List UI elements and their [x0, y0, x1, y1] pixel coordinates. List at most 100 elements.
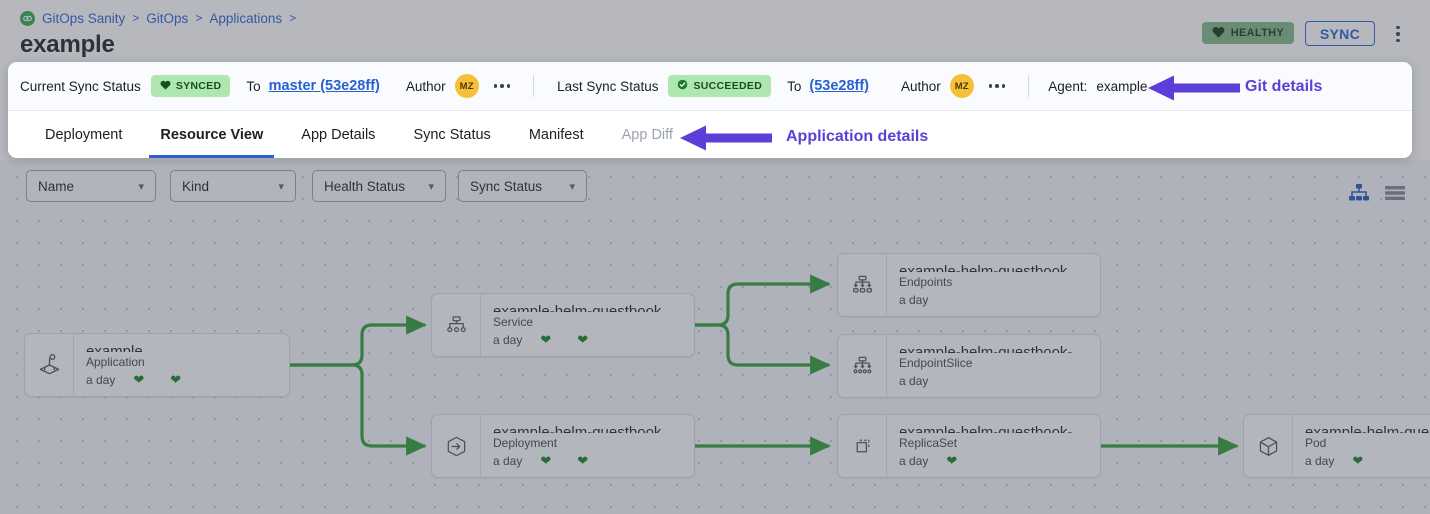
health-icon: ❤ [1352, 453, 1363, 469]
tab-deployment[interactable]: Deployment [26, 111, 141, 158]
last-to-label: To [787, 79, 801, 94]
list-view-icon[interactable] [1384, 183, 1406, 203]
breadcrumb-separator: > [195, 11, 202, 25]
node-body: example-helm-guestbook-74... ReplicaSet … [886, 415, 1100, 477]
breadcrumb-separator-trailing: > [289, 11, 296, 25]
sync-icon: ❤ [170, 372, 181, 388]
node-body: example-helm-guestbook Endpoints a day [886, 254, 1100, 316]
health-badge-label: HEALTHY [1231, 27, 1284, 39]
heart-icon [1212, 26, 1225, 41]
node-body: example-helm-guestbook Deployment a day … [480, 415, 694, 477]
current-sync-status-badge: SYNCED [151, 75, 231, 97]
tree-view-icon[interactable] [1348, 183, 1370, 203]
health-icon: ❤ [540, 332, 551, 348]
node-age: a day [899, 453, 928, 469]
divider [533, 75, 534, 97]
node-body: example-helm-guestbook Service a day ❤ ❤ [480, 294, 694, 356]
node-title: example-helm-guestbook-74... [899, 424, 1090, 433]
graph-node-replicaset[interactable]: example-helm-guestbook-74... ReplicaSet … [837, 414, 1101, 478]
last-revision-link[interactable]: (53e28ff) [809, 78, 869, 94]
pod-icon [1244, 415, 1292, 477]
node-kind: Service [493, 314, 684, 330]
node-body: example-helm-guest Pod a day ❤ [1292, 415, 1430, 477]
chevron-down-icon: ▾ [138, 180, 144, 193]
graph-node-pod[interactable]: example-helm-guest Pod a day ❤ [1243, 414, 1430, 478]
breadcrumb-item-0[interactable]: GitOps Sanity [42, 11, 125, 26]
replicaset-icon [838, 415, 886, 477]
graph-node-service[interactable]: example-helm-guestbook Service a day ❤ ❤ [431, 293, 695, 357]
tab-manifest[interactable]: Manifest [510, 111, 603, 158]
annotation-arrow-git-details [1148, 74, 1240, 102]
node-age: a day [493, 453, 522, 469]
avatar: MZ [950, 74, 974, 98]
node-age: a day [86, 372, 115, 388]
more-vertical-icon[interactable] [1390, 22, 1406, 46]
node-body: example Application a day ❤ ❤ [73, 334, 289, 396]
node-title: example-helm-guestbook [493, 303, 684, 312]
graph-node-deployment[interactable]: example-helm-guestbook Deployment a day … [431, 414, 695, 478]
sync-icon: ❤ [577, 453, 588, 469]
more-horizontal-icon[interactable] [494, 84, 511, 88]
tab-app-details[interactable]: App Details [282, 111, 394, 158]
last-sync-status-text: SUCCEEDED [693, 80, 762, 92]
gitops-logo-icon [20, 11, 35, 26]
last-author-label: Author [901, 79, 941, 94]
more-horizontal-icon[interactable] [989, 84, 1006, 88]
current-sync-status-label: Current Sync Status [20, 79, 141, 94]
agent-label: Agent: [1048, 79, 1087, 94]
current-to-label: To [246, 79, 260, 94]
node-title: example-helm-guest [1305, 424, 1430, 433]
service-icon [432, 294, 480, 356]
sync-button[interactable]: SYNC [1305, 21, 1375, 46]
sync-icon: ❤ [577, 332, 588, 348]
node-title: example-helm-guestbook-ct... [899, 344, 1090, 353]
filter-name-select[interactable]: Name ▾ [26, 170, 156, 202]
tab-resource-view[interactable]: Resource View [141, 111, 282, 158]
current-revision-link[interactable]: master (53e28ff) [269, 78, 380, 94]
node-age: a day [493, 332, 522, 348]
annotation-label-application-details: Application details [786, 128, 928, 146]
node-age: a day [1305, 453, 1334, 469]
filter-bar: Name ▾ Kind ▾ Health Status ▾ Sync Statu… [0, 170, 1430, 220]
node-kind: EndpointSlice [899, 355, 1090, 371]
node-kind: ReplicaSet [899, 435, 1090, 451]
deployment-icon [432, 415, 480, 477]
filter-health-status-select[interactable]: Health Status ▾ [312, 170, 446, 202]
page-title: example [20, 31, 115, 59]
tab-sync-status[interactable]: Sync Status [394, 111, 509, 158]
node-meta: a day [899, 373, 1090, 389]
filter-health-status-label: Health Status [324, 179, 405, 194]
node-meta: a day [899, 292, 1090, 308]
current-sync-status-text: SYNCED [176, 80, 222, 92]
node-body: example-helm-guestbook-ct... EndpointSli… [886, 335, 1100, 397]
node-meta: a day ❤ [899, 453, 1090, 469]
status-badge-health: HEALTHY [1202, 22, 1294, 44]
breadcrumb-item-2[interactable]: Applications [209, 11, 282, 26]
breadcrumb: GitOps Sanity > GitOps > Applications > [20, 9, 296, 27]
endpointslice-icon [838, 335, 886, 397]
node-title: example-helm-guestbook [899, 263, 1090, 272]
last-sync-status-badge: SUCCEEDED [668, 75, 771, 97]
graph-node-endpoints[interactable]: example-helm-guestbook Endpoints a day [837, 253, 1101, 317]
graph-node-endpointslice[interactable]: example-helm-guestbook-ct... EndpointSli… [837, 334, 1101, 398]
graph-node-application[interactable]: example Application a day ❤ ❤ [24, 333, 290, 397]
chevron-down-icon: ▾ [569, 180, 575, 193]
breadcrumb-item-1[interactable]: GitOps [146, 11, 188, 26]
endpoints-icon [838, 254, 886, 316]
filter-sync-status-select[interactable]: Sync Status ▾ [458, 170, 587, 202]
breadcrumb-separator: > [132, 11, 139, 25]
node-meta: a day ❤ ❤ [86, 372, 279, 388]
tab-app-diff[interactable]: App Diff [603, 111, 692, 158]
filter-kind-select[interactable]: Kind ▾ [170, 170, 296, 202]
current-author-label: Author [406, 79, 446, 94]
last-sync-status-label: Last Sync Status [557, 79, 658, 94]
filter-sync-status-label: Sync Status [470, 179, 542, 194]
application-icon [25, 334, 73, 396]
check-circle-icon [677, 79, 688, 93]
node-title: example [86, 343, 279, 352]
heart-icon [160, 80, 171, 93]
node-meta: a day ❤ ❤ [493, 332, 684, 348]
agent-value: example [1096, 79, 1147, 94]
health-icon: ❤ [946, 453, 957, 469]
